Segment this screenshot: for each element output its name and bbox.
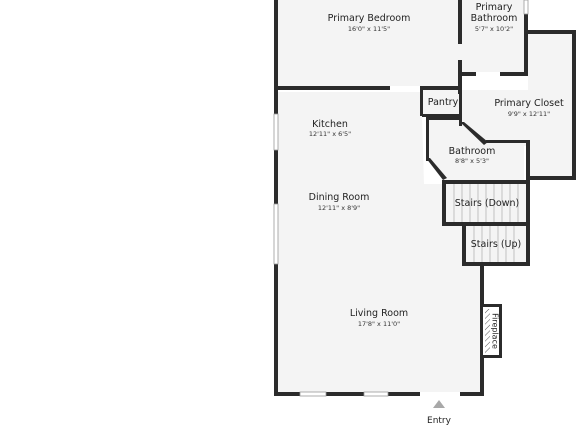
windows xyxy=(273,0,529,397)
stairs-up-label: Stairs (Up) xyxy=(471,239,522,250)
window xyxy=(523,0,529,15)
stairs-up-floor[interactable] xyxy=(466,226,526,262)
fireplace: Fireplace xyxy=(480,304,502,358)
window xyxy=(299,391,327,397)
primary-bathroom-floor[interactable] xyxy=(462,0,528,72)
primary-bedroom-floor[interactable] xyxy=(278,0,462,88)
bathroom-label: Bathroom xyxy=(449,146,496,157)
primary-bathroom-door xyxy=(476,72,500,76)
entry-label: Entry xyxy=(427,416,452,426)
entry-marker: Entry xyxy=(427,400,452,426)
stairs-down-label: Stairs (Down) xyxy=(455,198,519,209)
dining-room-dim: 12'11" x 8'9" xyxy=(318,204,360,212)
living-room-dim: 17'8" x 11'0" xyxy=(358,320,400,328)
primary-closet-dim: 9'9" x 12'11" xyxy=(508,110,550,118)
living-room-label: Living Room xyxy=(350,308,408,319)
window xyxy=(363,391,389,397)
window xyxy=(273,113,279,151)
entry-door xyxy=(420,392,460,396)
bathroom-dim: 8'8" x 5'3" xyxy=(455,157,489,165)
bedroom-door xyxy=(390,86,420,90)
door-openings xyxy=(390,72,500,396)
primary-bathroom-label-2: Bathroom xyxy=(471,13,518,24)
primary-bedroom-dim: 16'0" x 11'5" xyxy=(348,25,390,33)
primary-bathroom-label-1: Primary xyxy=(476,2,513,13)
primary-bedroom-label: Primary Bedroom xyxy=(328,13,411,24)
kitchen-dim: 12'11" x 6'5" xyxy=(309,130,351,138)
room-labels: Primary Bedroom 16'0" x 11'5" Primary Ba… xyxy=(309,2,564,328)
triangle-up-icon xyxy=(433,400,445,408)
pantry-label: Pantry xyxy=(428,97,459,108)
kitchen-label: Kitchen xyxy=(312,119,348,130)
bathroom-floor[interactable] xyxy=(428,120,524,180)
open-living-floor[interactable] xyxy=(278,92,480,392)
primary-closet-label: Primary Closet xyxy=(494,98,564,109)
primary-bathroom-dim: 5'7" x 10'2" xyxy=(475,25,513,33)
stairs-down-treads xyxy=(453,184,519,222)
fireplace-label: Fireplace xyxy=(491,313,500,349)
window xyxy=(273,203,279,265)
dining-room-label: Dining Room xyxy=(309,192,370,203)
stairs-up-treads xyxy=(473,226,515,262)
pantry-floor[interactable] xyxy=(422,90,462,114)
